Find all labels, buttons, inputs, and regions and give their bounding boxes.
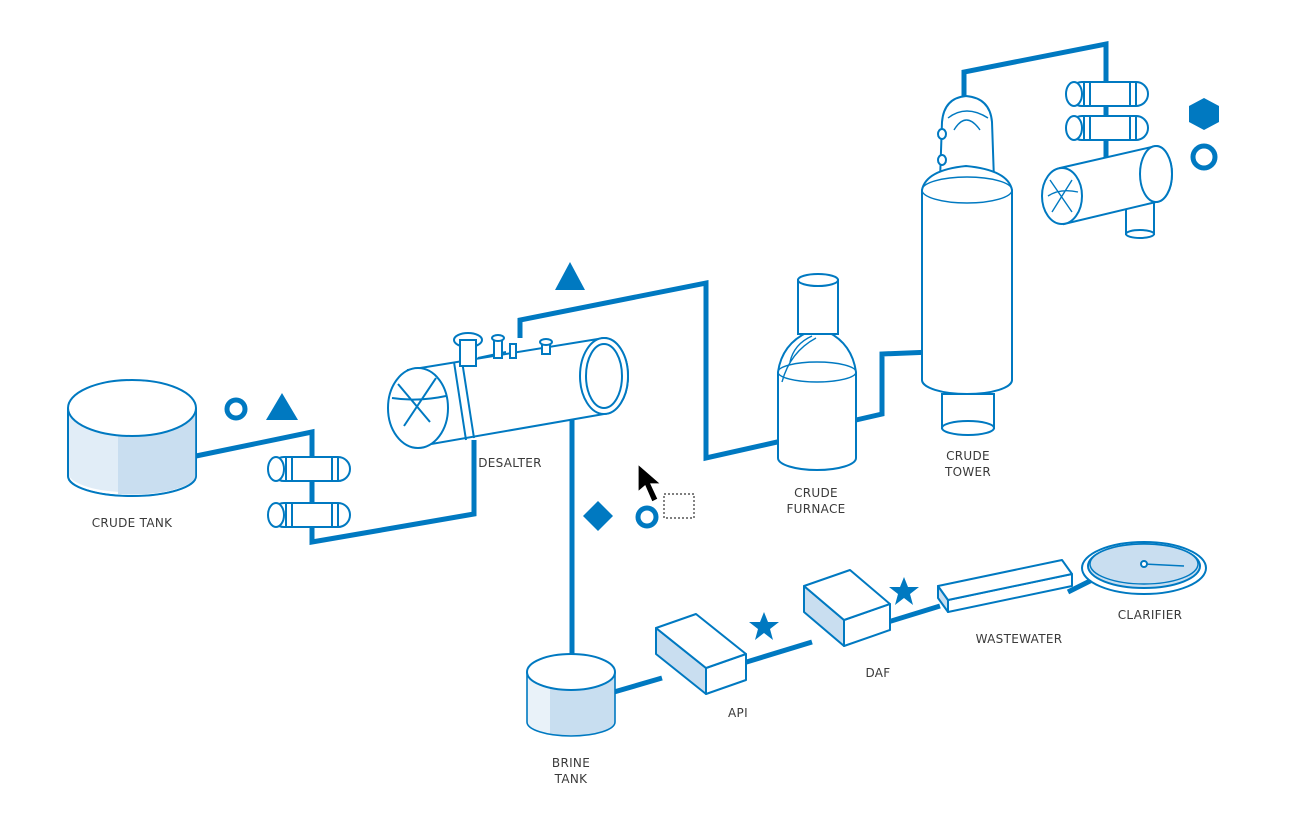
reflux-drum[interactable] [1041, 144, 1173, 239]
drag-selection-box [663, 493, 695, 519]
pipe-desalter-to-furnace [517, 279, 787, 462]
brine-tank[interactable] [526, 653, 616, 737]
api-separator[interactable] [655, 613, 747, 695]
desalter[interactable] [387, 332, 629, 449]
crude-furnace[interactable] [777, 273, 857, 471]
crude-tank[interactable] [67, 379, 197, 497]
label-crude-tower-line1: CRUDE [946, 449, 990, 463]
circle-marker-icon [224, 397, 248, 421]
label-brine-tank-line2: TANK [554, 772, 588, 786]
pipe-brine-to-api [613, 675, 663, 695]
clarifier[interactable] [1081, 541, 1207, 595]
pipe-tower-overhead [961, 40, 1109, 100]
overhead-condenser[interactable] [1065, 81, 1149, 141]
condenser-upper [1065, 81, 1149, 107]
condenser-lower [1065, 115, 1149, 141]
pipe-api-to-daf [739, 639, 813, 667]
label-api: API [728, 706, 748, 720]
label-daf: DAF [865, 666, 890, 680]
equipment-labels: CRUDE TANK DESALTER CRUDE FURNACE CRUDE … [92, 449, 1183, 786]
pipe-daf-to-wastewater [887, 603, 941, 625]
circle-marker-icon [1190, 143, 1218, 171]
circle-marker-icon [635, 505, 659, 529]
crude-tower[interactable] [921, 94, 1013, 436]
hexagon-marker-icon [1189, 98, 1219, 130]
label-crude-furnace-line1: CRUDE [794, 486, 838, 500]
triangle-marker-icon [555, 262, 585, 290]
label-clarifier: CLARIFIER [1118, 608, 1183, 622]
daf-unit[interactable] [803, 569, 891, 647]
label-crude-tower-line2: TOWER [944, 465, 991, 479]
label-brine-tank-line1: BRINE [552, 756, 590, 770]
star-marker-icon [749, 612, 779, 640]
star-marker-icon [889, 577, 919, 605]
triangle-marker-icon [266, 393, 298, 420]
marker-icons [224, 98, 1219, 640]
diamond-marker-icon [583, 501, 613, 531]
label-crude-tank: CRUDE TANK [92, 516, 173, 530]
arrow-cursor-icon [637, 462, 663, 503]
label-desalter: DESALTER [478, 456, 542, 470]
pipe-furnace-to-tower [855, 349, 933, 423]
wastewater-channel[interactable] [937, 559, 1073, 613]
pipe-crude-tank-to-exchanger [195, 428, 477, 545]
label-crude-furnace-line2: FURNACE [786, 502, 845, 516]
heat-exchanger-pair[interactable] [267, 456, 351, 528]
exchanger-upper [267, 456, 351, 482]
mouse-cursor [637, 462, 695, 519]
exchanger-lower [267, 502, 351, 528]
label-wastewater: WASTEWATER [976, 632, 1063, 646]
